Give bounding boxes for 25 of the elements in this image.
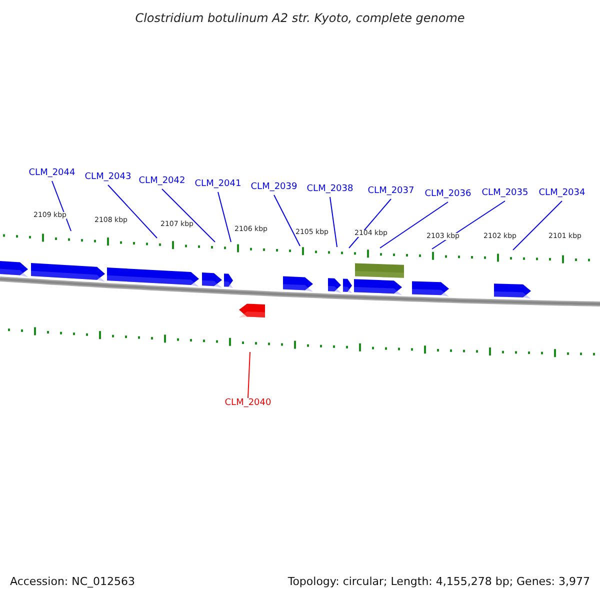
leader-line — [274, 194, 300, 246]
gene-label: CLM_2041 — [194, 180, 242, 189]
leader-line — [248, 352, 250, 398]
leader-line — [380, 202, 448, 248]
leader-line — [218, 192, 232, 242]
gene-label: CLM_2044 — [28, 169, 76, 178]
gene-label: CLM_2036 — [424, 190, 472, 199]
leader-line — [52, 180, 72, 232]
leader-line — [512, 200, 562, 250]
gene-label: CLM_2042 — [138, 177, 186, 186]
gene-label: CLM_2035 — [482, 189, 528, 198]
genome-info-text: Topology: circular; Length: 4,155,278 bp; Genes: 3,977 — [288, 576, 590, 587]
leader-line — [330, 196, 338, 248]
leader-line — [108, 184, 158, 238]
gene-label: CLM_2038 — [306, 185, 354, 194]
gene-label: CLM_2040 — [224, 399, 272, 408]
gene-label: CLM_2039 — [250, 183, 298, 192]
gene-label: CLM_2043 — [84, 173, 132, 182]
gene-label: CLM_2037 — [368, 187, 414, 196]
leader-line — [348, 198, 392, 248]
title: Clostridium botulinum A2 str. Kyoto, complete genome — [134, 12, 466, 24]
leader-line — [432, 200, 506, 250]
gene-label: CLM_2034 — [538, 189, 586, 198]
accession-text: Accession: NC_012563 — [10, 576, 136, 587]
leader-line — [162, 188, 216, 242]
